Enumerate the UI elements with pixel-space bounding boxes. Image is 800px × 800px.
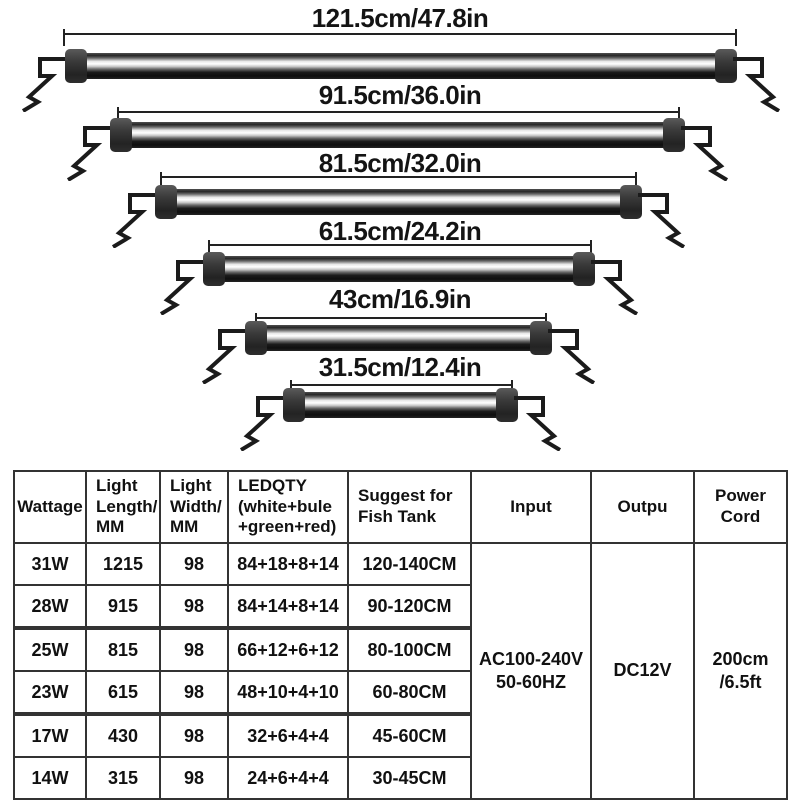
table-row: 28W 915 98 84+14+8+14 90-120CM <box>13 584 787 630</box>
cell-tank: 60-80CM <box>347 670 472 716</box>
dimension-label: 31.5cm/12.4in <box>318 352 482 382</box>
table-row: 25W 815 98 66+12+6+12 80-100CM <box>13 627 787 672</box>
end-cap-left <box>65 49 87 83</box>
cell-tank: 90-120CM <box>347 584 472 630</box>
cell-width: 98 <box>159 713 229 758</box>
end-cap-right <box>620 185 642 219</box>
cell-length: 915 <box>85 584 161 630</box>
cell-tank: 30-45CM <box>347 756 472 800</box>
mounting-bracket-left <box>21 57 69 112</box>
table-row: 14W 315 98 24+6+4+4 30-45CM <box>13 756 787 800</box>
mounting-bracket-right <box>591 260 639 315</box>
end-cap-right <box>496 388 518 422</box>
light-bar-tube <box>167 189 630 215</box>
mounting-bracket-left <box>111 193 159 248</box>
end-cap-right <box>663 118 685 152</box>
mounting-bracket-right <box>514 396 562 451</box>
cell-wattage: 25W <box>13 627 87 672</box>
mounting-bracket-right <box>638 193 686 248</box>
cell-length: 315 <box>85 756 161 800</box>
table-row: 23W 615 98 48+10+4+10 60-80CM <box>13 670 787 716</box>
col-header-input: Input <box>470 470 592 544</box>
end-cap-left <box>155 185 177 219</box>
dimension-line <box>208 240 592 257</box>
cell-power-cord: 200cm /6.5ft <box>693 542 788 800</box>
cell-width: 98 <box>159 756 229 800</box>
mounting-bracket-left <box>159 260 207 315</box>
cell-length: 815 <box>85 627 161 672</box>
light-bar <box>111 185 686 248</box>
end-cap-left <box>283 388 305 422</box>
dimension-label: 43cm/16.9in <box>329 284 471 314</box>
light-bar-tube <box>257 325 540 351</box>
light-bar <box>159 252 639 315</box>
light-bar <box>239 388 562 451</box>
mounting-bracket-right <box>733 57 781 112</box>
dimension-line <box>160 172 637 189</box>
cell-wattage: 17W <box>13 713 87 758</box>
cell-width: 98 <box>159 670 229 716</box>
end-cap-left <box>245 321 267 355</box>
col-header-light-width: Light Width/ MM <box>159 470 229 544</box>
cell-led-qty: 84+18+8+14 <box>227 542 349 586</box>
dimension-label: 91.5cm/36.0in <box>318 80 482 110</box>
end-cap-right <box>573 252 595 286</box>
col-header-suggest-tank: Suggest for Fish Tank <box>347 470 472 544</box>
cell-wattage: 23W <box>13 670 87 716</box>
end-cap-right <box>715 49 737 83</box>
cell-width: 98 <box>159 542 229 586</box>
cell-length: 1215 <box>85 542 161 586</box>
light-bar <box>201 321 596 384</box>
end-cap-right <box>530 321 552 355</box>
light-bar-tube <box>77 53 725 79</box>
col-header-power-cord: Power Cord <box>693 470 788 544</box>
cell-wattage: 31W <box>13 542 87 586</box>
cell-led-qty: 32+6+4+4 <box>227 713 349 758</box>
cell-width: 98 <box>159 627 229 672</box>
end-cap-left <box>110 118 132 152</box>
light-bar-tube <box>122 122 673 148</box>
col-header-output: Outpu <box>590 470 695 544</box>
cell-output: DC12V <box>590 542 695 800</box>
cell-led-qty: 84+14+8+14 <box>227 584 349 630</box>
cell-length: 615 <box>85 670 161 716</box>
header-row: Wattage Light Length/ MM Light Width/ MM… <box>13 470 788 544</box>
dimension-label: 121.5cm/47.8in <box>311 3 489 33</box>
cell-wattage: 28W <box>13 584 87 630</box>
cell-input: AC100-240V 50-60HZ <box>470 542 592 800</box>
dimension-label: 81.5cm/32.0in <box>318 148 482 178</box>
dimension-line <box>63 29 737 46</box>
end-cap-left <box>203 252 225 286</box>
cell-led-qty: 66+12+6+12 <box>227 627 349 672</box>
dimension-line <box>117 107 680 124</box>
col-header-light-length: Light Length/ MM <box>85 470 161 544</box>
table-row: 17W 430 98 32+6+4+4 45-60CM <box>13 713 787 758</box>
mounting-bracket-left <box>66 126 114 181</box>
mounting-bracket-left <box>239 396 287 451</box>
table-row: 31W 1215 98 84+18+8+14 120-140CM AC100-2… <box>13 542 788 800</box>
col-header-led-qty: LEDQTY (white+bule +green+red) <box>227 470 349 544</box>
light-bar-tube <box>295 392 506 418</box>
cell-led-qty: 48+10+4+10 <box>227 670 349 716</box>
cell-tank: 120-140CM <box>347 542 472 586</box>
cell-led-qty: 24+6+4+4 <box>227 756 349 800</box>
cell-wattage: 14W <box>13 756 87 800</box>
cell-length: 430 <box>85 713 161 758</box>
mounting-bracket-left <box>201 329 249 384</box>
cell-tank: 45-60CM <box>347 713 472 758</box>
light-bar-tube <box>215 256 583 282</box>
light-bar <box>21 49 781 112</box>
light-bar <box>66 118 729 181</box>
cell-tank: 80-100CM <box>347 627 472 672</box>
spec-table: Wattage Light Length/ MM Light Width/ MM… <box>13 470 788 800</box>
mounting-bracket-right <box>548 329 596 384</box>
cell-width: 98 <box>159 584 229 630</box>
dimension-label: 61.5cm/24.2in <box>318 216 482 246</box>
mounting-bracket-right <box>681 126 729 181</box>
col-header-wattage: Wattage <box>13 470 87 544</box>
